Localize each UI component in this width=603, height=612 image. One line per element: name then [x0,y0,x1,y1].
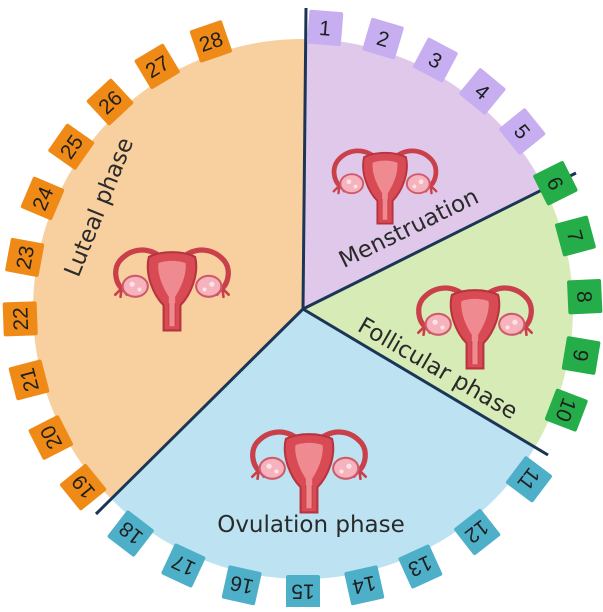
day-tile: 9 [562,336,601,375]
day-tile: 22 [3,301,38,336]
day-tile: 16 [221,565,262,606]
day-tile: 23 [5,238,45,278]
day-number: 22 [9,307,33,331]
day-tile: 14 [344,565,385,606]
ovulation-phase-label: Ovulation phase [217,512,405,538]
day-tile: 15 [286,575,320,607]
day-tile: 8 [567,279,602,314]
day-number: 23 [12,244,39,271]
day-number: 8 [572,290,595,303]
day-tile: 1 [307,10,344,47]
day-number: 1 [318,17,331,41]
day-number: 15 [291,580,314,603]
